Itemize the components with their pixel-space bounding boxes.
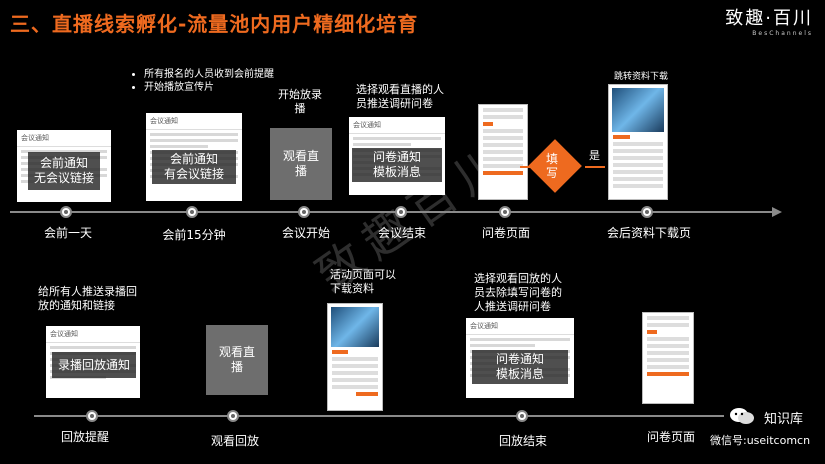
overlay-pre-notice-with-link: 会前通知 有会议链接 (152, 150, 236, 184)
card-header: 会议通知 (46, 326, 140, 343)
timeline-dot (298, 206, 310, 218)
note-jump-download: 跳转资料下载 (614, 72, 669, 82)
yes-label: 是 (589, 149, 600, 162)
timeline-dot (516, 410, 528, 422)
timeline-dot (60, 206, 72, 218)
bullet-notes: 所有报名的人员收到会前提醒 开始播放宣传片 (128, 68, 284, 94)
timeline-dot (641, 206, 653, 218)
step-label: 会前一天 (43, 226, 92, 240)
step-label: 会前15分钟 (162, 228, 226, 242)
page-title: 三、直播线索孵化-流量池内用户精细化培育 (10, 12, 419, 36)
timeline-arrow (772, 207, 782, 217)
card-header: 会议通知 (146, 113, 242, 130)
note-push-replay: 给所有人推送录播回 放的通知和链接 (38, 285, 137, 312)
timeline-dot (86, 410, 98, 422)
phone-survey-page (478, 104, 528, 200)
overlay-survey-template-replay: 问卷通知 模板消息 (472, 350, 568, 384)
card-header: 会议通知 (466, 318, 574, 335)
timeline-dot (186, 206, 198, 218)
phone-survey-page (642, 312, 694, 404)
note-survey-live: 选择观看直播的人 员推送调研问卷 (356, 83, 444, 110)
card-header: 会议通知 (349, 117, 445, 134)
note-activity-download: 活动页面可以 下载资料 (330, 268, 396, 295)
step-label: 会议结束 (377, 226, 426, 240)
timeline-dot (227, 410, 239, 422)
brand-sub: BesChannels (752, 30, 813, 37)
connector (520, 166, 534, 168)
decision-label: 填 写 (546, 152, 559, 180)
step-label: 回放结束 (498, 434, 547, 448)
phone-activity-page (327, 303, 383, 411)
card-header: 会议通知 (17, 130, 111, 147)
phone-download-page (608, 84, 668, 200)
step-label: 会后资料下载页 (606, 226, 691, 240)
brand-name: 致趣·百川 (725, 8, 813, 29)
overlay-replay-notice: 录播回放通知 (52, 352, 136, 378)
note-start-replay: 开始放录 播 (278, 88, 322, 115)
timeline-row2 (34, 415, 724, 417)
wechat-icon (729, 406, 755, 426)
bullet-item: 所有报名的人员收到会前提醒 (144, 68, 284, 81)
step-label: 观看回放 (210, 434, 259, 448)
overlay-survey-template: 问卷通知 模板消息 (352, 148, 442, 182)
timeline-dot (499, 206, 511, 218)
box-watch-replay: 观看直 播 (206, 325, 268, 395)
timeline-row1 (10, 211, 772, 213)
footer-title: 知识库 (764, 412, 804, 427)
footer-wechat-id: 微信号:useitcomcn (710, 434, 811, 447)
connector (585, 166, 605, 168)
overlay-pre-notice-no-link: 会前通知 无会议链接 (28, 152, 100, 190)
note-survey-replay: 选择观看回放的人 员去除填写问卷的 人推送调研问卷 (474, 272, 562, 313)
step-label: 回放提醒 (60, 430, 109, 444)
step-label: 会议开始 (281, 226, 330, 240)
step-label: 问卷页面 (646, 430, 695, 444)
box-watch-live: 观看直 播 (270, 128, 332, 200)
bullet-item: 开始播放宣传片 (144, 81, 284, 94)
timeline-dot (395, 206, 407, 218)
step-label: 问卷页面 (481, 226, 530, 240)
brand-logo: 致趣·百川 BesChannels (725, 4, 813, 37)
